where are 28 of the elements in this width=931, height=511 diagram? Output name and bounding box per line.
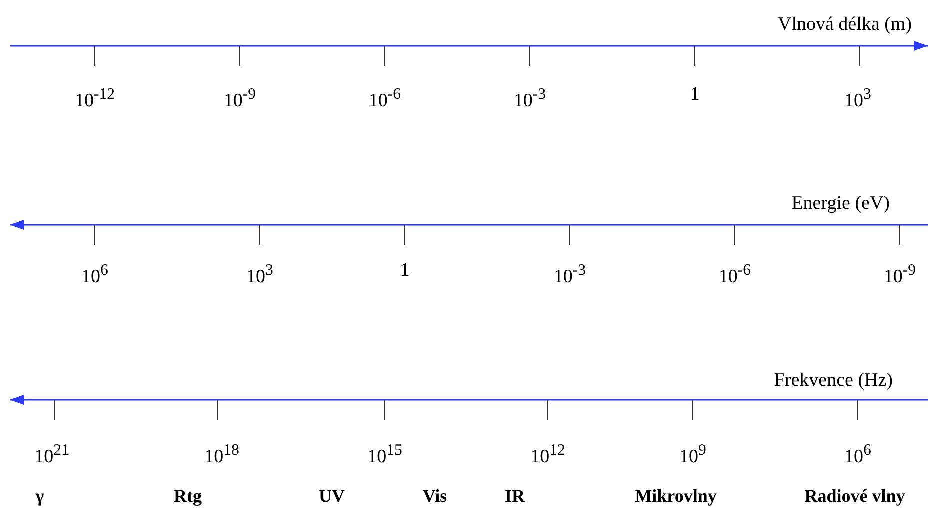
tick-label: 10$^{21}$	[34, 441, 70, 468]
tick-label: 10$^{-6}$	[718, 261, 752, 288]
tick-label: 10$^{6}$	[844, 441, 872, 468]
tick-label: 10$^{15}$	[368, 441, 402, 468]
tick-label: 10$^{6}$	[82, 261, 108, 288]
axis-title: Vlnová délka (m)	[778, 14, 912, 36]
tick-label: 10$^{-3}$	[554, 261, 586, 288]
band-name: Rtg	[174, 485, 202, 507]
tick-label: 10$^{-3}$	[514, 85, 546, 112]
tick-label: 10$^{3}$	[246, 261, 274, 288]
tick-label: 10$^{3}$	[844, 85, 872, 112]
band-name: Mikrovlny	[635, 485, 717, 507]
tick-label: 1	[690, 84, 700, 106]
band-name: Vis	[422, 485, 448, 507]
tick-label: 10$^{-9}$	[884, 261, 916, 288]
band-name: Radiové vlny	[804, 485, 906, 507]
band-name: UV	[319, 485, 345, 507]
tick-label: 10$^{-12}$	[74, 85, 116, 112]
band-name: γ	[36, 485, 44, 507]
tick-label: 10$^{12}$	[530, 441, 566, 468]
tick-label: 10$^{-6}$	[368, 85, 402, 112]
tick-label: 10$^{-9}$	[224, 85, 256, 112]
axis-title: Energie (eV)	[792, 193, 890, 215]
tick-label: 10$^{9}$	[680, 441, 706, 468]
axis-title: Frekvence (Hz)	[774, 370, 893, 392]
tick-label: 1	[400, 260, 410, 282]
tick-label: 10$^{18}$	[204, 441, 240, 468]
band-name: IR	[505, 485, 525, 507]
